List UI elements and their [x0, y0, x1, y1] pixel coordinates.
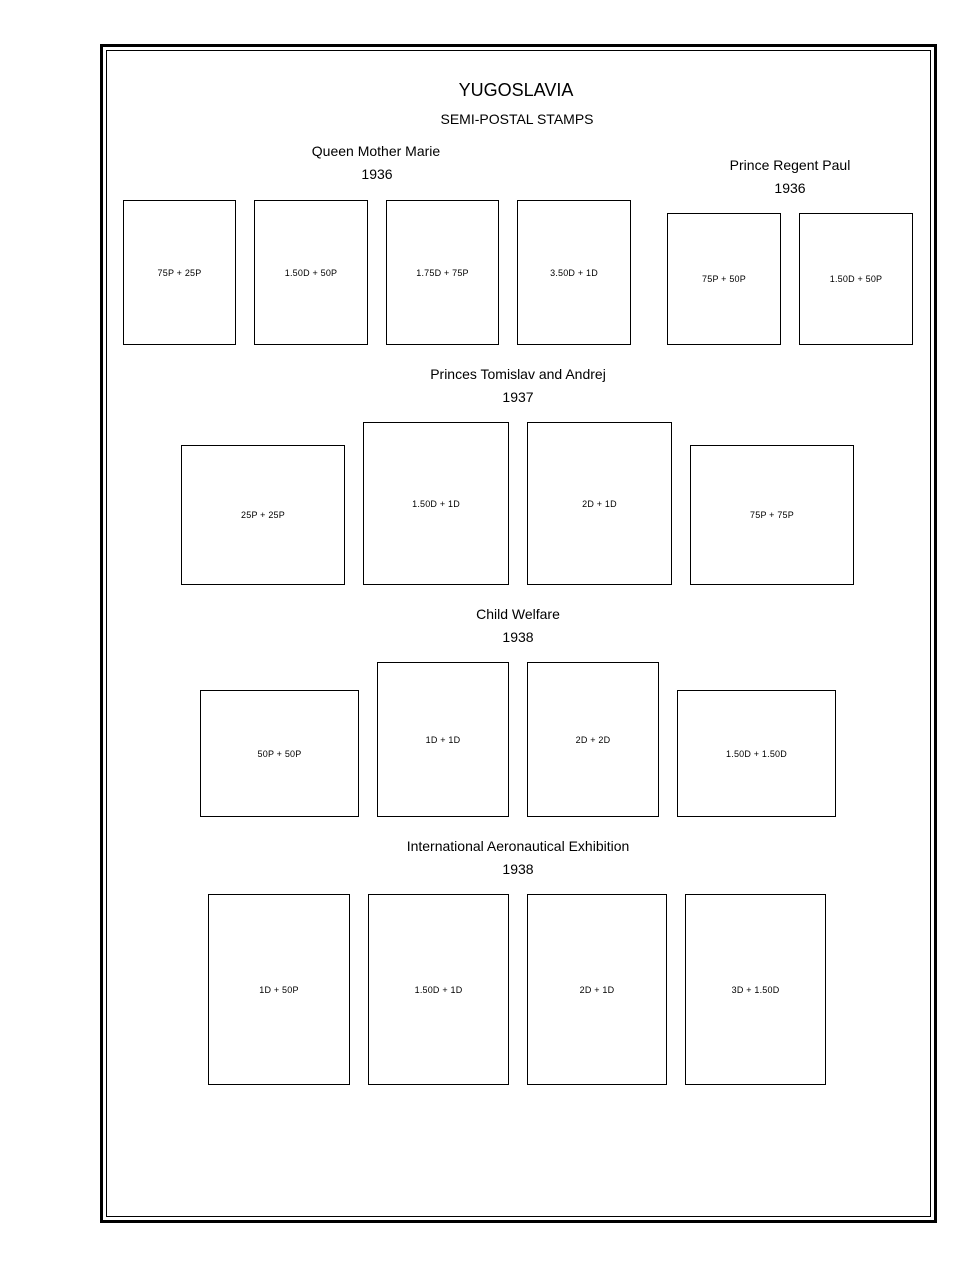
- stamp-space: 1.50D + 1D: [368, 894, 509, 1085]
- stamp-space: 1.50D + 1D: [363, 422, 509, 585]
- stamp-space: 2D + 1D: [527, 422, 672, 585]
- stamp-denomination: 2D + 2D: [575, 734, 611, 745]
- stamp-space: 2D + 1D: [527, 894, 667, 1085]
- stamp-space: 2D + 2D: [527, 662, 659, 817]
- stamp-space: 25P + 25P: [181, 445, 345, 585]
- set-title-princes-tomislav-andrej: Princes Tomislav and Andrej: [430, 366, 606, 382]
- stamp-denomination: 75P + 50P: [702, 274, 746, 284]
- stamp-denomination: 75P + 25P: [157, 267, 202, 278]
- set-year-child-welfare: 1938: [502, 629, 534, 645]
- page-border-inner: [106, 50, 931, 1217]
- stamp-denomination: 1.50D + 50P: [284, 267, 338, 278]
- set-year-princes-tomislav-andrej: 1937: [502, 389, 534, 405]
- stamp-space: 1.50D + 1.50D: [677, 690, 836, 817]
- stamp-denomination: 25P + 25P: [241, 510, 285, 520]
- stamp-space: 75P + 50P: [667, 213, 781, 345]
- stamp-denomination: 75P + 75P: [750, 510, 794, 520]
- set-title-queen-mother-marie: Queen Mother Marie: [311, 143, 441, 159]
- stamp-space: 1.75D + 75P: [386, 200, 499, 345]
- page-title: YUGOSLAVIA: [458, 80, 574, 100]
- stamp-space: 50P + 50P: [200, 690, 359, 817]
- page-border-outer: [100, 44, 937, 1223]
- stamp-space: 3.50D + 1D: [517, 200, 631, 345]
- set-title-prince-regent-paul: Prince Regent Paul: [729, 157, 851, 173]
- stamp-denomination: 50P + 50P: [257, 748, 302, 759]
- stamp-denomination: 2D + 1D: [582, 498, 617, 509]
- page-subtitle: SEMI-POSTAL STAMPS: [440, 111, 594, 127]
- set-year-prince-regent-paul: 1936: [774, 180, 806, 196]
- stamp-space: 75P + 25P: [123, 200, 236, 345]
- stamp-denomination: 1.75D + 75P: [416, 267, 469, 278]
- stamp-space: 3D + 1.50D: [685, 894, 826, 1085]
- stamp-denomination: 1.50D + 1.50D: [726, 748, 787, 759]
- set-year-queen-mother-marie: 1936: [361, 166, 393, 182]
- stamp-denomination: 1.50D + 1D: [412, 498, 460, 509]
- stamp-denomination: 1D + 50P: [259, 984, 299, 995]
- stamp-denomination: 1D + 1D: [425, 734, 461, 745]
- stamp-space: 1.50D + 50P: [799, 213, 913, 345]
- stamp-space: 1D + 50P: [208, 894, 350, 1085]
- stamp-denomination: 1.50D + 1D: [414, 984, 463, 995]
- stamp-denomination: 3.50D + 1D: [550, 267, 598, 278]
- set-year-aeronautical-exhibition: 1938: [502, 861, 534, 877]
- set-title-child-welfare: Child Welfare: [476, 606, 560, 622]
- stamp-space: 75P + 75P: [690, 445, 854, 585]
- stamp-denomination: 2D + 1D: [579, 984, 615, 995]
- stamp-denomination: 1.50D + 50P: [829, 274, 883, 284]
- stamp-denomination: 3D + 1.50D: [731, 984, 780, 995]
- set-title-aeronautical-exhibition: International Aeronautical Exhibition: [406, 838, 630, 854]
- stamp-space: 1D + 1D: [377, 662, 509, 817]
- stamp-space: 1.50D + 50P: [254, 200, 368, 345]
